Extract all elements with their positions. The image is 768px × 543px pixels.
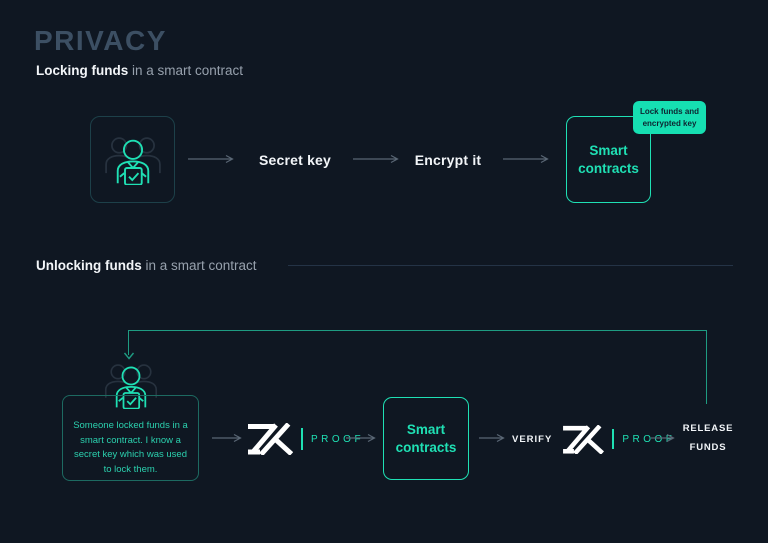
flow-arrow-icon (353, 154, 399, 164)
flow-arrow-icon (346, 433, 376, 443)
smart-contracts-box-unlocking: Smart contracts (383, 397, 469, 480)
flow-arrow-icon (651, 433, 675, 443)
unlocking-heading-bold: Unlocking funds (36, 258, 142, 273)
zk-proof-logo: PROOF (247, 423, 364, 455)
flow-arrow-icon (188, 154, 234, 164)
flow-arrow-icon (479, 433, 505, 443)
zk-proof-label: PROOF (311, 433, 365, 445)
users-check-icon (104, 136, 161, 185)
page-title: PRIVACY (34, 25, 167, 56)
zk-proof-label: PROOF (622, 433, 676, 445)
smart-contracts-label: Smart contracts (395, 421, 457, 455)
zk-logo-icon (248, 423, 293, 455)
zk-logo-icon (563, 424, 605, 454)
step-encrypt-it: Encrypt it (414, 152, 482, 168)
locking-section-heading: Locking funds in a smart contract (36, 63, 243, 78)
prover-note-text: Someone locked funds in a smart contract… (73, 420, 188, 476)
locking-heading-bold: Locking funds (36, 63, 129, 78)
zk-logo-separator (612, 429, 615, 449)
flow-arrow-icon (212, 433, 242, 443)
smart-contracts-label: Smart contracts (578, 142, 639, 176)
verify-label: VERIFY (512, 433, 553, 445)
users-check-icon (104, 364, 158, 409)
flow-arrow-icon (503, 154, 549, 164)
release-funds-label: RELEASE FUNDS (682, 423, 734, 453)
prover-note-box: Someone locked funds in a smart contract… (62, 395, 199, 481)
smart-contracts-box-locking: Smart contracts (566, 116, 651, 203)
step-secret-key: Secret key (258, 152, 332, 168)
feedback-line (128, 330, 707, 355)
unlocking-section-heading: Unlocking funds in a smart contract (36, 258, 257, 273)
arrow-down-icon (123, 352, 135, 360)
unlocking-heading-rest: in a smart contract (141, 258, 257, 273)
lock-funds-badge: Lock funds and encrypted key (633, 101, 706, 135)
section-divider-line (288, 265, 733, 266)
locking-heading-rest: in a smart contract (128, 63, 244, 78)
verify-zk-proof-group: VERIFY PROOF (512, 424, 675, 454)
feedback-line-right (706, 330, 707, 404)
user-icon-box (90, 116, 175, 203)
zk-logo-separator (301, 428, 303, 450)
